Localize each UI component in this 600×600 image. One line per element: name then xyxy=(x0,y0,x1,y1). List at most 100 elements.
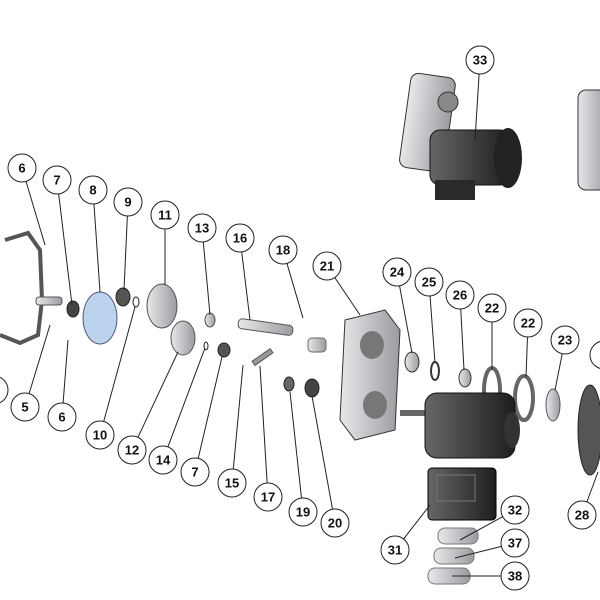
callout-circle xyxy=(150,200,180,230)
leader-line xyxy=(167,347,206,448)
callout-20: 20 xyxy=(311,395,350,538)
callout-circle xyxy=(78,175,108,205)
flange-23 xyxy=(545,388,561,422)
oring-10 xyxy=(132,296,140,308)
callout-label: 31 xyxy=(388,543,402,558)
callout-label: 16 xyxy=(233,231,247,246)
callout-38: 38 xyxy=(452,561,530,591)
callout-37: 37 xyxy=(454,528,530,559)
callout-label: 26 xyxy=(453,288,467,303)
callout-cut-right xyxy=(589,341,600,369)
callout-label: 6 xyxy=(18,161,25,176)
callout-19: 19 xyxy=(288,391,318,527)
ring-22b xyxy=(513,374,535,422)
callout-circle xyxy=(7,153,37,183)
callout-circle xyxy=(42,165,72,195)
callout-label: 38 xyxy=(508,569,522,584)
disc-8 xyxy=(82,291,118,345)
callout-32: 32 xyxy=(459,495,530,541)
callout-label: 13 xyxy=(195,221,209,236)
callout-circle xyxy=(187,213,217,243)
bearing-7b xyxy=(217,342,231,358)
callout-21: 21 xyxy=(312,251,361,316)
callout-circle xyxy=(253,482,283,512)
callout-label: 32 xyxy=(508,503,522,518)
callout-28: 28 xyxy=(567,471,599,530)
seal-7 xyxy=(66,300,80,318)
callout-label: 15 xyxy=(225,476,239,491)
callout-26: 26 xyxy=(445,280,475,371)
callout-circle xyxy=(320,508,350,538)
leader-line xyxy=(460,308,465,371)
leader-line xyxy=(103,306,136,422)
callout-9: 9 xyxy=(113,187,143,291)
leader-line xyxy=(311,395,333,510)
callout-label: 24 xyxy=(390,265,405,280)
callout-label: 7 xyxy=(53,173,60,188)
leader-line xyxy=(586,471,599,503)
disc-11 xyxy=(146,283,178,329)
leader-line xyxy=(232,364,244,470)
motor xyxy=(400,392,520,459)
callout-circle xyxy=(477,293,507,323)
callout-label: 8 xyxy=(89,183,96,198)
bearing-9 xyxy=(115,287,131,307)
ring-13 xyxy=(204,312,216,328)
assembled-unit-33 xyxy=(399,72,522,200)
leader-line xyxy=(137,351,179,438)
ring-26 xyxy=(458,368,472,388)
callout-14: 14 xyxy=(148,347,206,475)
gasket-part xyxy=(0,230,45,346)
callout-circle xyxy=(117,435,147,465)
callout-label: 14 xyxy=(156,453,171,468)
callout-circle xyxy=(382,257,412,287)
callout-8: 8 xyxy=(78,175,108,293)
callout-label: 28 xyxy=(575,508,589,523)
callout-label: 33 xyxy=(473,53,487,68)
disc-12 xyxy=(170,320,196,356)
callout-5: 5 xyxy=(10,324,51,422)
leader-line xyxy=(429,295,436,364)
leader-line xyxy=(241,251,251,321)
callout-circle xyxy=(148,445,178,475)
leader-line xyxy=(62,339,69,404)
callout-10: 10 xyxy=(85,306,136,450)
callout-label: 18 xyxy=(276,243,290,258)
oring-25 xyxy=(430,361,440,381)
callout-circle xyxy=(217,468,247,498)
callout-label: 11 xyxy=(158,208,172,223)
leader-line xyxy=(403,504,431,540)
callout-33: 33 xyxy=(465,45,495,141)
sleeve-part xyxy=(307,337,327,353)
leader-line xyxy=(399,285,413,354)
plate-28 xyxy=(577,384,600,476)
capacitors xyxy=(427,527,479,585)
ring-19 xyxy=(283,376,295,392)
callout-circle xyxy=(288,497,318,527)
callout-circle xyxy=(225,223,255,253)
callout-label: 12 xyxy=(125,443,139,458)
callout-23: 23 xyxy=(550,325,580,391)
callout-label: 10 xyxy=(93,428,107,443)
oring-14 xyxy=(203,341,209,351)
callout-6: 6 xyxy=(7,153,46,246)
leader-line xyxy=(334,277,361,316)
callout-7: 7 xyxy=(180,356,223,487)
callout-circle xyxy=(414,267,444,297)
callout-circle xyxy=(268,235,298,265)
callout-circle xyxy=(567,500,597,530)
pin-part xyxy=(35,296,63,306)
leader-line xyxy=(25,181,46,246)
callout-label: 5 xyxy=(21,400,28,415)
leader-line xyxy=(525,336,528,378)
leader-line xyxy=(289,391,302,499)
leader-line xyxy=(454,545,502,559)
callout-cut-left xyxy=(0,376,9,404)
callout-circle xyxy=(445,280,475,310)
leader-line xyxy=(202,241,211,316)
callout-22: 22 xyxy=(477,293,507,370)
callout-circle xyxy=(550,325,580,355)
leader-line xyxy=(28,324,51,394)
